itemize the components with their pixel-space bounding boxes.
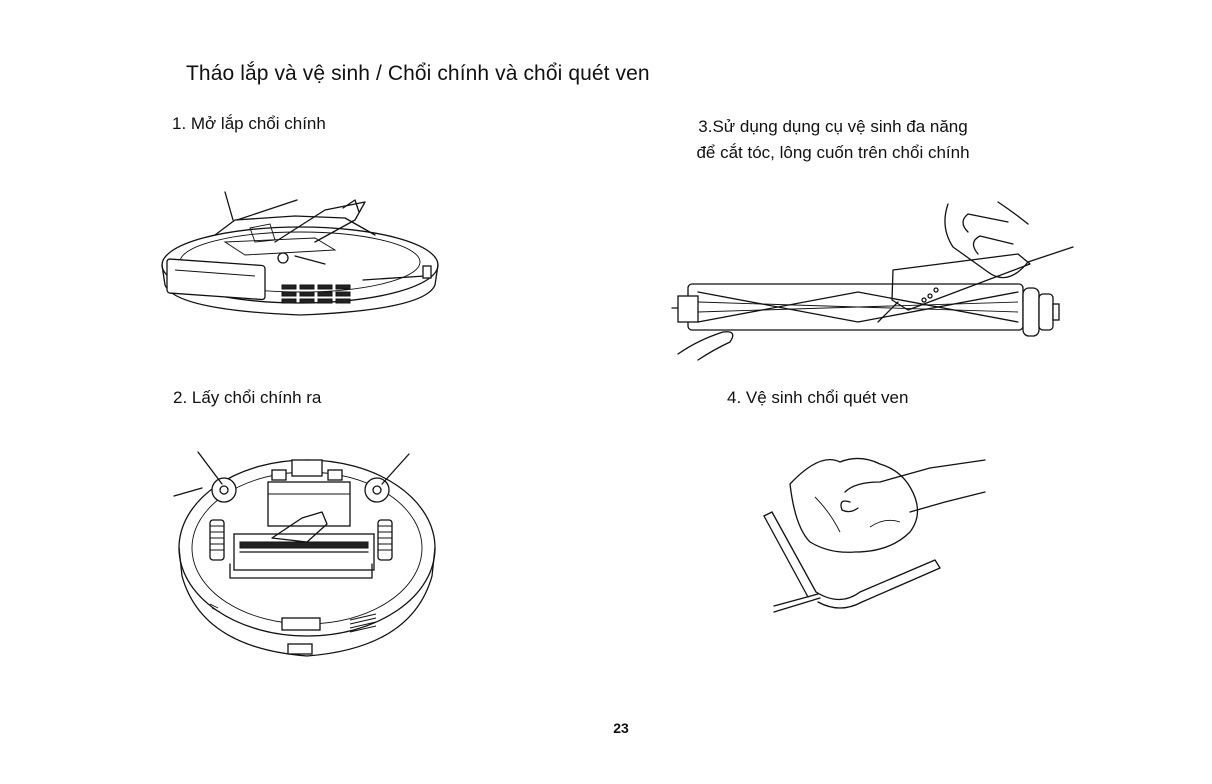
- step-3-label-line1: 3.Sử dụng dụng cụ vệ sinh đa năng: [698, 117, 968, 136]
- step-3-label: 3.Sử dụng dụng cụ vệ sinh đa năng để cắt…: [672, 114, 994, 166]
- robot-vacuum-open-cover-icon: [155, 180, 445, 335]
- page-number: 23: [613, 720, 629, 736]
- step-4-label: 4. Vệ sinh chổi quét ven: [727, 388, 909, 407]
- robot-vacuum-underside-remove-brush-icon: [172, 448, 442, 668]
- cleaning-tool-cutting-hair-icon: [668, 192, 1088, 377]
- step-1-label: 1. Mở lắp chổi chính: [172, 114, 326, 133]
- step-3-label-line2: để cắt tóc, lông cuốn trên chổi chính: [696, 143, 970, 162]
- page-title: Tháo lắp và vệ sinh / Chổi chính và chổi…: [186, 62, 650, 85]
- step-2-label: 2. Lấy chổi chính ra: [173, 388, 322, 407]
- cloth-wiping-side-brush-icon: [760, 442, 990, 622]
